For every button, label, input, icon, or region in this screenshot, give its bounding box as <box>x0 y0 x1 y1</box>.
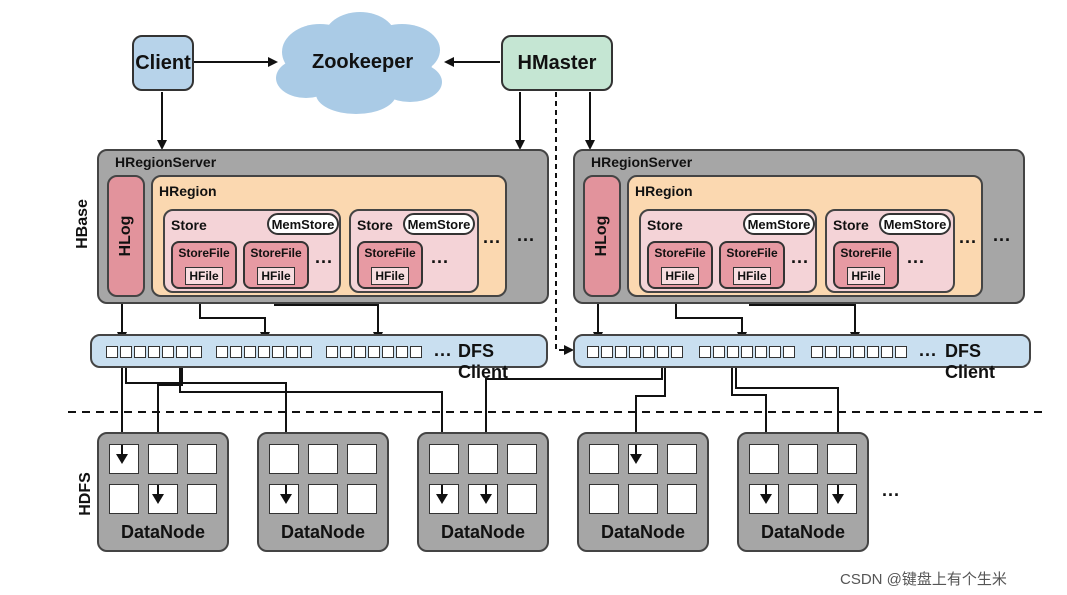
server-label: HRegionServer <box>591 154 693 170</box>
dfs-client-label: DFS Client <box>945 341 996 382</box>
hregion-box: HRegion Store MemStore StoreFile HFile S… <box>151 175 507 297</box>
memstore-box: MemStore <box>879 213 951 235</box>
ellipsis: ... <box>907 247 926 267</box>
datanode-2: DataNode <box>257 432 389 552</box>
region-label: HRegion <box>635 183 693 199</box>
hlog-label: HLog <box>117 215 134 257</box>
block-group <box>811 346 907 358</box>
region-server-1: HRegionServer HLog HRegion Store MemStor… <box>97 149 549 304</box>
memstore-box: MemStore <box>267 213 339 235</box>
datanode-3: DataNode <box>417 432 549 552</box>
hdfs-label: HDFS <box>76 472 94 516</box>
storefile-box: StoreFile HFile <box>243 241 309 289</box>
store-box: Store MemStore StoreFile HFile StoreFile… <box>163 209 341 293</box>
hfile-box: HFile <box>847 267 885 285</box>
memstore-box: MemStore <box>403 213 475 235</box>
ellipsis: ... <box>959 227 978 247</box>
storefile-box: StoreFile HFile <box>833 241 899 289</box>
block-group <box>699 346 795 358</box>
client-box: Client <box>132 35 194 91</box>
datanode-4: DataNode <box>577 432 709 552</box>
storefile-label: StoreFile <box>250 246 302 260</box>
ellipsis: ... <box>315 247 334 267</box>
zookeeper-label: Zookeeper <box>312 51 414 73</box>
block-group <box>326 346 422 358</box>
server-label: HRegionServer <box>115 154 217 170</box>
hfile-box: HFile <box>733 267 771 285</box>
ellipsis: ... <box>791 247 810 267</box>
datanode-label: DataNode <box>760 522 845 542</box>
storefile-box: StoreFile HFile <box>719 241 785 289</box>
memstore-box: MemStore <box>743 213 815 235</box>
hbase-label: HBase <box>73 199 91 249</box>
hfile-box: HFile <box>185 267 223 285</box>
hfile-box: HFile <box>371 267 409 285</box>
datanode-1: DataNode <box>97 432 229 552</box>
storefile-box: StoreFile HFile <box>647 241 713 289</box>
datanode-label: DataNode <box>280 522 365 542</box>
storefile-label: StoreFile <box>726 246 778 260</box>
ellipsis: ... <box>483 227 502 247</box>
hmaster-box: HMaster <box>501 35 613 91</box>
hfile-box: HFile <box>661 267 699 285</box>
block-group <box>106 346 202 358</box>
datanode-label: DataNode <box>440 522 525 542</box>
dfs-client-2: ... DFS Client <box>573 334 1031 382</box>
block-group <box>216 346 312 358</box>
ellipsis: ... <box>882 480 901 500</box>
dfs-client-label: DFS Client <box>458 341 509 382</box>
hlog-label: HLog <box>593 215 610 257</box>
hlog-box: HLog <box>583 175 621 297</box>
storefile-box: StoreFile HFile <box>171 241 237 289</box>
store-box: Store MemStore StoreFile HFile ... <box>825 209 955 293</box>
storefile-label: StoreFile <box>840 246 892 260</box>
datanode-label: DataNode <box>600 522 685 542</box>
ellipsis: ... <box>993 225 1012 245</box>
block-group <box>587 346 683 358</box>
hlog-box: HLog <box>107 175 145 297</box>
ellipsis: ... <box>431 247 450 267</box>
ellipsis: ... <box>434 340 453 360</box>
storefile-box: StoreFile HFile <box>357 241 423 289</box>
ellipsis: ... <box>517 225 536 245</box>
ellipsis: ... <box>919 340 938 360</box>
store-label: Store <box>357 217 393 233</box>
region-server-2: HRegionServer HLog HRegion Store MemStor… <box>573 149 1025 304</box>
hfile-box: HFile <box>257 267 295 285</box>
store-label: Store <box>833 217 869 233</box>
datanode-label: DataNode <box>120 522 205 542</box>
watermark: CSDN @键盘上有个生米 <box>840 571 1007 588</box>
storefile-label: StoreFile <box>364 246 416 260</box>
storefile-label: StoreFile <box>654 246 706 260</box>
storefile-label: StoreFile <box>178 246 230 260</box>
store-box: Store MemStore StoreFile HFile StoreFile… <box>639 209 817 293</box>
dfs-client-1: ... DFS Client <box>90 334 548 382</box>
datanode-5: DataNode <box>737 432 869 552</box>
region-label: HRegion <box>159 183 217 199</box>
hregion-box: HRegion Store MemStore StoreFile HFile S… <box>627 175 983 297</box>
store-label: Store <box>171 217 207 233</box>
store-box: Store MemStore StoreFile HFile ... <box>349 209 479 293</box>
store-label: Store <box>647 217 683 233</box>
